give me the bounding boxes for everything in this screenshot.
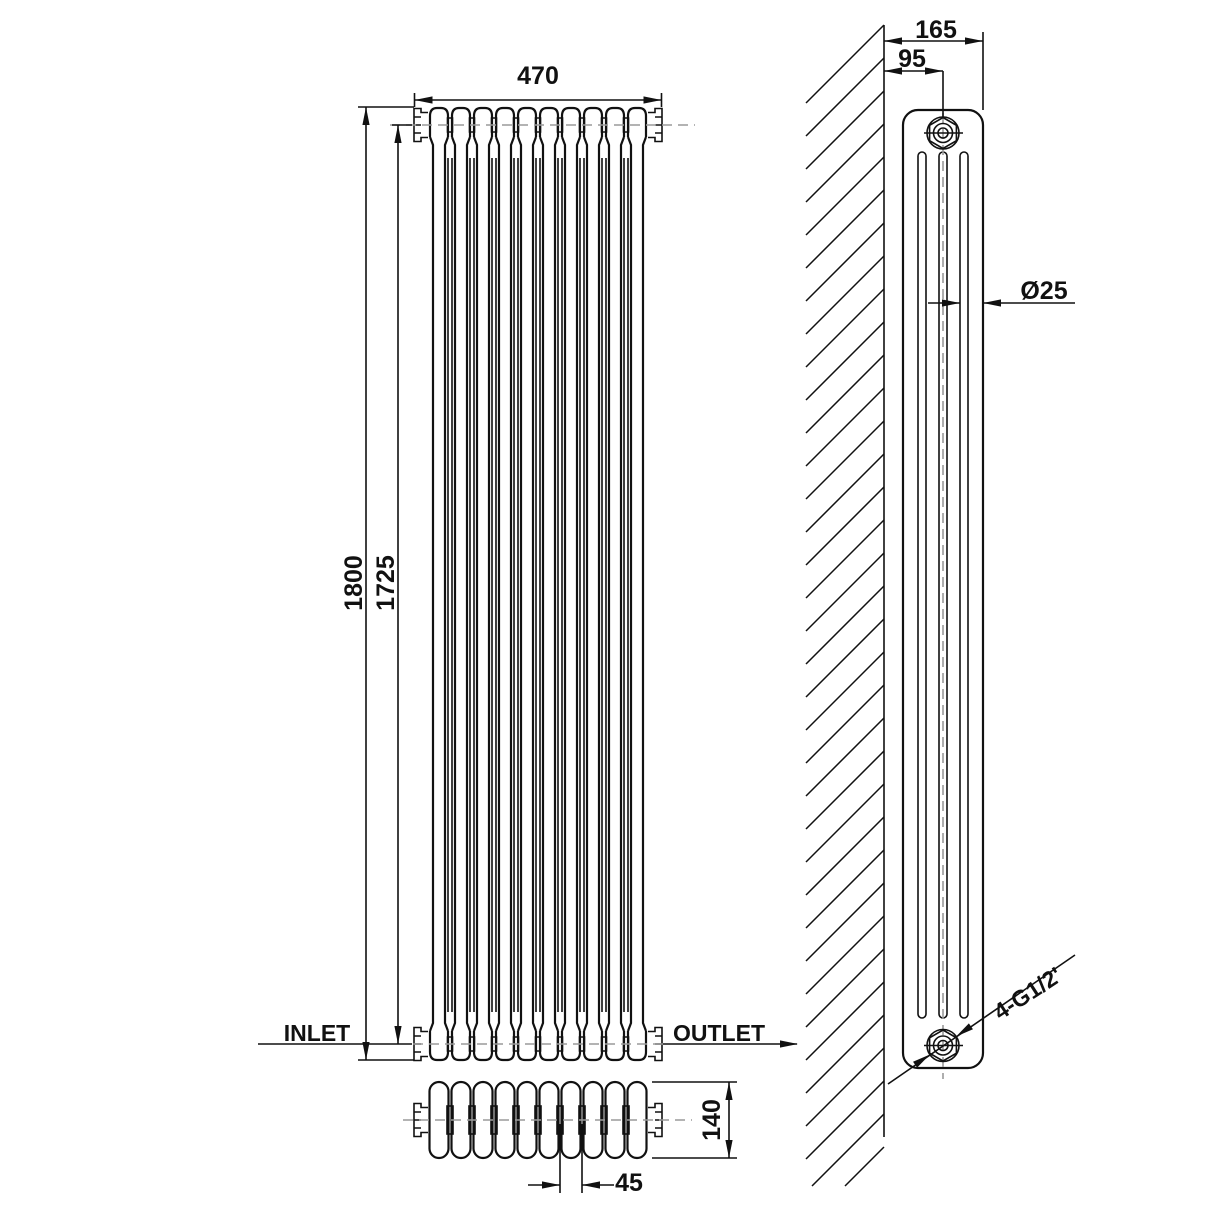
arrowhead [394, 125, 402, 143]
arrowhead [942, 299, 960, 307]
side-dimension-lines [884, 32, 1076, 1085]
arrowhead [582, 1181, 600, 1189]
plan-dimension-lines [528, 1081, 737, 1193]
arrowhead [725, 1082, 733, 1100]
arrowhead [362, 1042, 370, 1060]
arrowhead [965, 37, 983, 45]
arrowhead [542, 1181, 560, 1189]
dim-column-diameter: Ø25 [1020, 277, 1067, 305]
plan-column-loop [494, 1080, 516, 1160]
arrowhead [884, 37, 902, 45]
arrowhead [643, 96, 662, 104]
plan-left-tapping [413, 1102, 428, 1138]
dim-depth-165: 165 [915, 16, 957, 44]
arrowhead [394, 1026, 402, 1044]
dimension-arrowheads [362, 37, 1001, 1189]
side-column-groove-right [959, 151, 969, 1019]
hatch-lines [805, 24, 885, 1187]
union-fitting-top [924, 116, 963, 150]
side-radiator-body [901, 108, 985, 1070]
dim-depth-140: 140 [698, 1099, 726, 1141]
wall-hatching [805, 24, 885, 1187]
arrowhead [362, 107, 370, 125]
front-radiator-columns [428, 106, 648, 1062]
front-centerlines [390, 124, 695, 1045]
front-section-outlines [428, 106, 648, 1062]
arrowhead [725, 1140, 733, 1158]
plan-column-loop [604, 1080, 626, 1160]
plan-view: 140 45 [403, 1080, 737, 1197]
arrowhead [780, 1040, 798, 1048]
front-view: 470 1800 1725 INLET OUTLET [258, 62, 797, 1062]
arrowhead [414, 96, 433, 104]
side-column-groove-left [917, 151, 927, 1019]
side-view: 165 95 Ø25 4-G1/2' [805, 16, 1076, 1187]
plan-column-loop [428, 1080, 450, 1160]
dim-wall-95: 95 [898, 45, 926, 73]
inlet-label: INLET [284, 1020, 350, 1046]
dim-centres-1725: 1725 [372, 555, 400, 611]
arrowhead [925, 67, 943, 75]
dim-height-1800: 1800 [340, 555, 368, 611]
arrowhead [983, 299, 1001, 307]
outlet-label: OUTLET [673, 1020, 765, 1046]
dim-pitch-45: 45 [615, 1169, 643, 1197]
arrowhead [884, 67, 902, 75]
arrowhead [913, 1054, 930, 1068]
dim-width-470: 470 [517, 62, 559, 90]
arrowhead [956, 1023, 973, 1037]
connections-callout: 4-G1/2' [989, 962, 1067, 1025]
front-dimension-lines [358, 93, 663, 1061]
front-section-nipples [446, 117, 630, 1052]
front-rear-column-lines [447, 158, 629, 1012]
